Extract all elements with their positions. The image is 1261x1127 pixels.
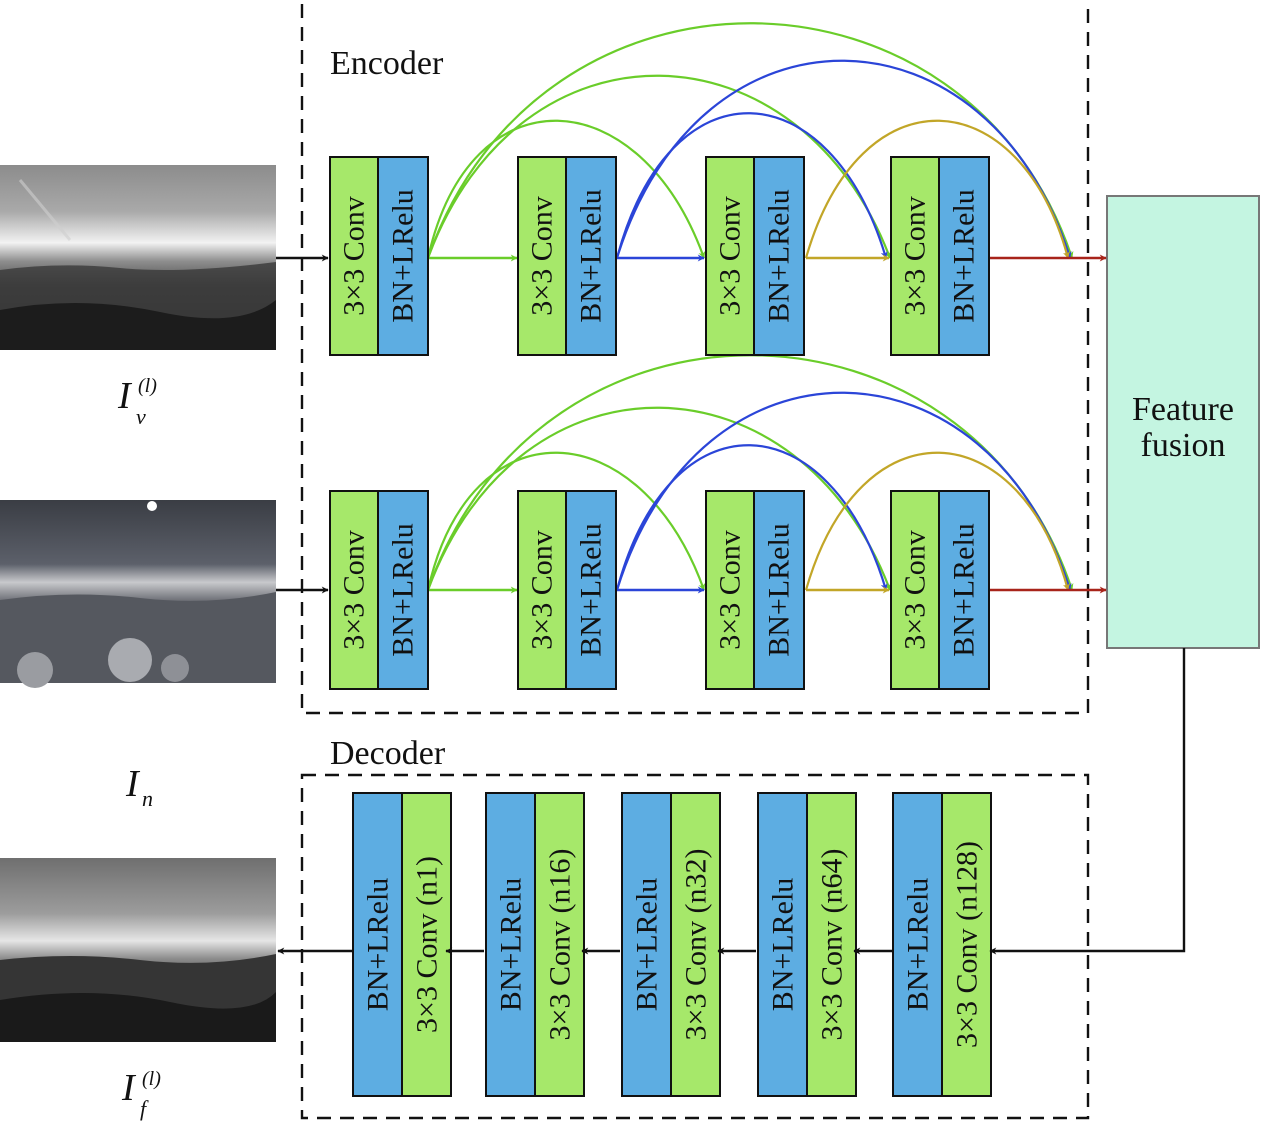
encoder-block: 3×3 Conv BN+LRelu xyxy=(329,490,429,690)
decoder-blocks: BN+LRelu 3×3 Conv (n1) BN+LRelu 3×3 Conv (n… xyxy=(352,792,992,1097)
bn-lrelu-label: BN+LRelu xyxy=(631,878,664,1012)
bn-lrelu-layer xyxy=(757,792,808,1097)
bn-lrelu-label: BN+LRelu xyxy=(767,878,800,1012)
conv-layer xyxy=(806,792,857,1097)
conv-label: 3×3 Conv (n32) xyxy=(680,849,713,1041)
skip-arc-green xyxy=(426,74,892,259)
decoder-block: BN+LRelu 3×3 Conv (n64) xyxy=(757,792,857,1097)
conv-layer xyxy=(670,792,721,1097)
conv-label: 3×3 Conv xyxy=(899,530,932,649)
infrared-image xyxy=(0,500,276,688)
conv-label: 3×3 Conv xyxy=(714,530,747,649)
conv-label: 3×3 Conv xyxy=(714,196,747,315)
bn-lrelu-label: BN+LRelu xyxy=(495,878,528,1012)
fused-image xyxy=(0,858,276,1042)
decoder-arrows xyxy=(277,648,1186,955)
bn-lrelu-layer xyxy=(352,792,403,1097)
bn-lrelu-label: BN+LRelu xyxy=(948,189,981,323)
conv-layer xyxy=(890,156,940,356)
conv-label: 3×3 Conv xyxy=(526,530,559,649)
bn-lrelu-layer xyxy=(753,490,805,690)
bn-lrelu-layer xyxy=(938,490,990,690)
bn-lrelu-label: BN+LRelu xyxy=(362,878,395,1012)
feature-fusion-box xyxy=(1106,195,1260,649)
infrared-image-sub: n xyxy=(142,786,153,811)
bn-lrelu-layer xyxy=(485,792,536,1097)
skip-arc-green xyxy=(426,451,706,591)
skip-arc-olive xyxy=(804,451,1070,591)
bn-lrelu-layer xyxy=(938,156,990,356)
visible-image-sup: (l) xyxy=(138,375,157,397)
bn-lrelu-layer xyxy=(565,490,617,690)
encoder-block: 3×3 Conv BN+LRelu xyxy=(705,490,805,690)
encoder-block: 3×3 Conv BN+LRelu xyxy=(329,156,429,356)
skip-arc-blue xyxy=(615,59,1072,259)
feature-fusion-line1: Feature xyxy=(1132,391,1234,428)
bn-lrelu-label: BN+LRelu xyxy=(387,189,420,323)
conv-label: 3×3 Conv (n16) xyxy=(544,849,577,1041)
conv-layer xyxy=(517,490,567,690)
conv-label: 3×3 Conv xyxy=(526,196,559,315)
skip-arc-green xyxy=(426,406,892,591)
decoder-label: Decoder xyxy=(330,735,446,772)
conv-layer xyxy=(517,156,567,356)
conv-layer xyxy=(941,792,992,1097)
bn-lrelu-layer xyxy=(377,156,429,356)
bn-lrelu-label: BN+LRelu xyxy=(575,189,608,323)
bn-lrelu-label: BN+LRelu xyxy=(902,878,935,1012)
bn-lrelu-layer xyxy=(377,490,429,690)
encoder-frame xyxy=(300,0,1090,715)
bn-lrelu-label: BN+LRelu xyxy=(763,189,796,323)
conv-label: 3×3 Conv (n64) xyxy=(816,849,849,1041)
conv-label: 3×3 Conv xyxy=(899,196,932,315)
decoder-block: BN+LRelu 3×3 Conv (n32) xyxy=(621,792,721,1097)
feature-fusion-line2: fusion xyxy=(1141,427,1226,464)
decoder-block: BN+LRelu 3×3 Conv (n128) xyxy=(892,792,992,1097)
conv-layer xyxy=(401,792,452,1097)
visible-image-label: I xyxy=(117,375,133,417)
skip-arc-blue xyxy=(615,391,1072,591)
conv-label: 3×3 Conv (n128) xyxy=(951,841,984,1048)
skip-arc-blue xyxy=(615,112,888,259)
bn-lrelu-label: BN+LRelu xyxy=(387,523,420,657)
conv-label: 3×3 Conv (n1) xyxy=(411,856,444,1033)
skip-arc-blue xyxy=(615,444,888,591)
infrared-image-label: I xyxy=(125,763,141,805)
conv-layer xyxy=(534,792,585,1097)
visible-image-sub: v xyxy=(136,404,146,429)
decoder-block: BN+LRelu 3×3 Conv (n16) xyxy=(485,792,585,1097)
encoder-straight-arrows xyxy=(276,254,1107,594)
conv-label: 3×3 Conv xyxy=(338,196,371,315)
encoder-block: 3×3 Conv BN+LRelu xyxy=(890,490,990,690)
decoder-block: BN+LRelu 3×3 Conv (n1) xyxy=(352,792,452,1097)
bn-lrelu-layer xyxy=(753,156,805,356)
encoder-block: 3×3 Conv BN+LRelu xyxy=(517,156,617,356)
conv-layer xyxy=(705,156,755,356)
encoder-block: 3×3 Conv BN+LRelu xyxy=(705,156,805,356)
bn-lrelu-label: BN+LRelu xyxy=(575,523,608,657)
skip-arc-olive xyxy=(804,119,1070,259)
bn-lrelu-layer xyxy=(565,156,617,356)
encoder-row1-skip-connections xyxy=(426,22,1074,259)
encoder-label: Encoder xyxy=(330,45,444,82)
fused-image-sup: (l) xyxy=(142,1068,161,1090)
conv-layer xyxy=(329,156,379,356)
bn-lrelu-layer xyxy=(892,792,943,1097)
conv-label: 3×3 Conv xyxy=(338,530,371,649)
fused-image-label: I xyxy=(121,1067,137,1109)
skip-arc-green xyxy=(426,119,706,259)
bn-lrelu-label: BN+LRelu xyxy=(763,523,796,657)
bn-lrelu-layer xyxy=(621,792,672,1097)
encoder-block: 3×3 Conv BN+LRelu xyxy=(890,156,990,356)
encoder-block: 3×3 Conv BN+LRelu xyxy=(517,490,617,690)
decoder-frame xyxy=(300,773,1090,1120)
visible-image xyxy=(0,165,276,350)
bn-lrelu-label: BN+LRelu xyxy=(948,523,981,657)
fused-image-sub: f xyxy=(140,1096,149,1121)
